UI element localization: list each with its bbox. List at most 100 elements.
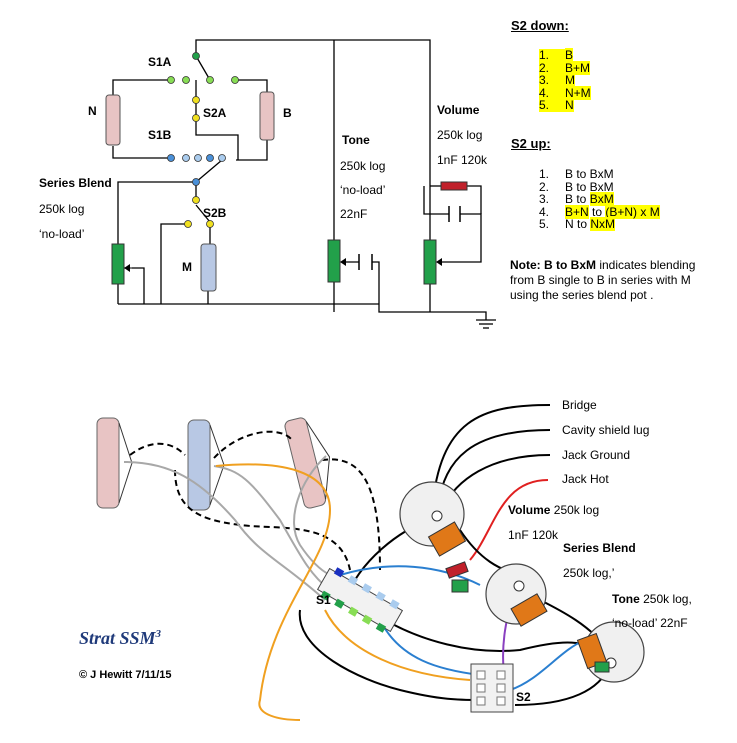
blue-s1-volume-wire xyxy=(339,565,481,586)
b-coil-bottom-wire xyxy=(236,140,268,161)
list-item: 1.B to BxM xyxy=(539,167,614,181)
orange-neck-wire xyxy=(124,465,240,600)
s2-down-list: 1.B 2.B+M 3.M 4.N+M 5.N xyxy=(539,48,591,112)
grey-mid-wire xyxy=(213,465,331,591)
label-volume-cap: 1nF 120k xyxy=(508,528,559,542)
black-s1-tone-wire xyxy=(384,619,601,652)
tone-pot-body xyxy=(576,621,645,683)
s2-up-list: 1.B to BxM 2.B to BxM 3.B to BxM 4.B+N t… xyxy=(539,168,660,231)
label-tone: Tone 250k log, xyxy=(612,592,692,606)
label-series-blend: Series Blend xyxy=(563,541,636,555)
label-n: N xyxy=(88,104,97,118)
tone-spec-1: 250k log xyxy=(340,159,386,173)
label-s2a: S2A xyxy=(203,106,227,120)
blend-pot-arrowhead xyxy=(124,264,130,272)
dashed-neck-down-wire xyxy=(174,469,351,571)
dashed-ground-mid-wire xyxy=(213,430,293,459)
blue-s1-s2-wire xyxy=(379,619,481,676)
pickup-bridge xyxy=(284,417,331,509)
tone-spec-2: ‘no-load’ xyxy=(340,183,386,197)
volume-spec-1: 250k log xyxy=(437,128,483,142)
s2-down-heading: S2 down: xyxy=(511,18,569,33)
tone-title: Tone xyxy=(342,133,370,147)
volume-cap-wire xyxy=(423,186,449,215)
volume-title: Volume xyxy=(437,103,480,117)
orange-s1-wire xyxy=(324,609,471,681)
n-coil xyxy=(105,94,121,146)
label-cavity-shield: Cavity shield lug xyxy=(562,423,650,437)
tone-pot xyxy=(327,239,341,283)
diagram-title: Strat SSM3 xyxy=(79,628,162,648)
label-b: B xyxy=(283,106,292,120)
black-loop-wire xyxy=(298,609,481,701)
switch-contacts xyxy=(167,52,239,228)
volume-pot xyxy=(423,239,437,285)
label-tone-spec: ‘no-load’ 22nF xyxy=(612,616,688,630)
list-item: 1.B xyxy=(539,48,574,62)
label-jack-ground: Jack Ground xyxy=(562,448,631,462)
note-text: Note: B to BxM indicates blending from B… xyxy=(510,258,696,302)
tone-cap-right-wire xyxy=(372,261,380,304)
volume-resistor-right-wire xyxy=(467,185,482,214)
s2a-wire xyxy=(195,120,239,160)
volume-cap-right-wire xyxy=(438,213,482,263)
red-jack-hot-wire xyxy=(469,479,549,561)
label-bridge: Bridge xyxy=(562,398,597,412)
copyright: © J Hewitt 7/11/15 xyxy=(79,669,172,681)
s1b-lever xyxy=(195,159,223,183)
label-volume: Volume 250k log xyxy=(508,503,600,517)
blend-spec-2: ‘no-load’ xyxy=(39,227,85,241)
s1-switch-body xyxy=(316,567,404,633)
label-s2b: S2B xyxy=(203,206,227,220)
tone-spec-3: 22nF xyxy=(340,207,368,221)
s1a-left-wire xyxy=(112,79,170,95)
label-s1b: S1B xyxy=(148,128,172,142)
blend-pot xyxy=(111,243,125,285)
blend-top-wire xyxy=(117,181,196,244)
ground-rail-wire xyxy=(378,304,487,320)
volume-spec-2: 1nF 120k xyxy=(437,153,488,167)
s2b-lever xyxy=(195,204,211,223)
list-item: 3.B to BxM xyxy=(539,192,614,206)
black-bridge-wire xyxy=(431,404,551,511)
volume-capacitor xyxy=(448,206,461,222)
grey-neck-wire xyxy=(123,461,326,601)
list-item: 4.N+M xyxy=(539,85,591,100)
blend-wiper-wire xyxy=(132,267,145,304)
list-item: 5.N xyxy=(539,98,574,112)
s2-switch-body xyxy=(470,663,514,713)
s1a-lever xyxy=(195,55,211,81)
blend-spec-1: 250k log xyxy=(39,202,85,216)
grey-bridge-wire xyxy=(293,455,331,576)
list-item: 2.B+M xyxy=(539,60,591,75)
volume-pot-arrowhead xyxy=(436,258,442,266)
schematic xyxy=(112,39,496,329)
pickup-neck xyxy=(96,417,133,509)
m-coil xyxy=(200,243,217,292)
volume-resistor xyxy=(440,181,468,191)
list-item: 5.N to NxM xyxy=(539,217,616,231)
tone-pot-arrowhead xyxy=(340,258,346,266)
dashed-bridge-wire xyxy=(321,458,381,571)
s2-up-heading: S2 up: xyxy=(511,136,551,151)
s2b-left-wire xyxy=(160,223,188,304)
list-item: 4.B+N to (B+N) x M xyxy=(539,204,660,219)
volume-pot-body xyxy=(399,481,469,593)
b-coil xyxy=(259,91,275,141)
list-item: 2.B to BxM xyxy=(539,179,614,194)
label-s1: S1 xyxy=(316,593,331,607)
list-item: 3.M xyxy=(539,73,575,87)
label-jack-hot: Jack Hot xyxy=(562,472,609,486)
n-coil-bottom-wire xyxy=(112,146,170,159)
dashed-ground-neck-wire xyxy=(129,442,186,456)
blend-pot-body xyxy=(485,563,548,627)
tone-capacitor xyxy=(358,254,373,270)
label-m: M xyxy=(182,260,192,274)
label-series-blend-spec: 250k log,’ xyxy=(563,566,615,580)
label-s2: S2 xyxy=(516,690,531,704)
top-rail-wire xyxy=(195,39,431,186)
label-s1a: S1A xyxy=(148,55,172,69)
s1a-right-wire xyxy=(235,79,268,92)
orange-mid-wire xyxy=(215,463,332,721)
